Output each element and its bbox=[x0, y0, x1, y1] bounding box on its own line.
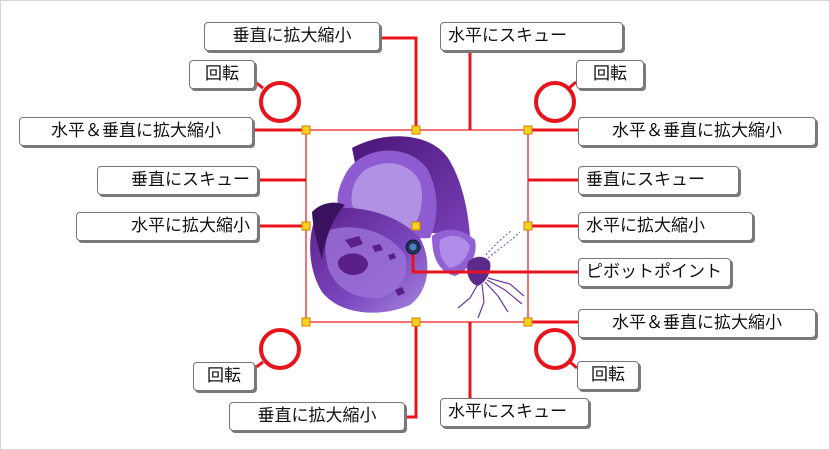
label-rotate-bottom-left: 回転 bbox=[193, 362, 255, 391]
label-skew-vertical-left: 垂直にスキュー bbox=[97, 166, 258, 195]
label-scale-horizontal-right: 水平に拡大縮小 bbox=[578, 212, 753, 241]
pivot-point-icon bbox=[405, 239, 421, 255]
label-rotate-top-left: 回転 bbox=[189, 60, 255, 89]
label-bottom-scale-vertical: 垂直に拡大縮小 bbox=[229, 402, 405, 431]
handle-top-left bbox=[301, 125, 311, 135]
label-top-skew-horizontal: 水平にスキュー bbox=[440, 22, 623, 51]
label-skew-vertical-right: 垂直にスキュー bbox=[578, 166, 739, 195]
handle-top-middle bbox=[411, 125, 421, 135]
handle-bottom-right bbox=[523, 317, 533, 327]
label-scale-both-top-left: 水平＆垂直に拡大縮小 bbox=[19, 117, 253, 146]
transform-handles bbox=[301, 125, 533, 327]
label-pivot-point: ピボットポイント bbox=[578, 258, 731, 287]
label-scale-both-bottom-right: 水平＆垂直に拡大縮小 bbox=[578, 309, 816, 338]
leader-lines bbox=[253, 36, 578, 419]
label-rotate-bottom-right: 回転 bbox=[577, 361, 639, 390]
rotate-circle-top-left bbox=[259, 81, 301, 123]
rotate-circle-top-right bbox=[534, 81, 576, 123]
rotation-circles bbox=[259, 81, 576, 370]
label-top-scale-vertical: 垂直に拡大縮小 bbox=[204, 22, 380, 51]
label-scale-both-top-right: 水平＆垂直に拡大縮小 bbox=[578, 117, 816, 146]
label-rotate-top-right: 回転 bbox=[576, 60, 644, 89]
butterfly-artwork bbox=[310, 136, 525, 319]
handle-middle-left bbox=[301, 221, 311, 231]
handle-center bbox=[411, 221, 421, 231]
rotate-circle-bottom-right bbox=[534, 328, 576, 370]
label-bottom-skew-horizontal: 水平にスキュー bbox=[440, 398, 589, 427]
handle-bottom-middle bbox=[411, 317, 421, 327]
handle-bottom-left bbox=[301, 317, 311, 327]
rotate-circle-bottom-left bbox=[259, 328, 301, 370]
label-scale-horizontal-left: 水平に拡大縮小 bbox=[76, 212, 258, 241]
handle-top-right bbox=[523, 125, 533, 135]
handle-middle-right bbox=[523, 221, 533, 231]
